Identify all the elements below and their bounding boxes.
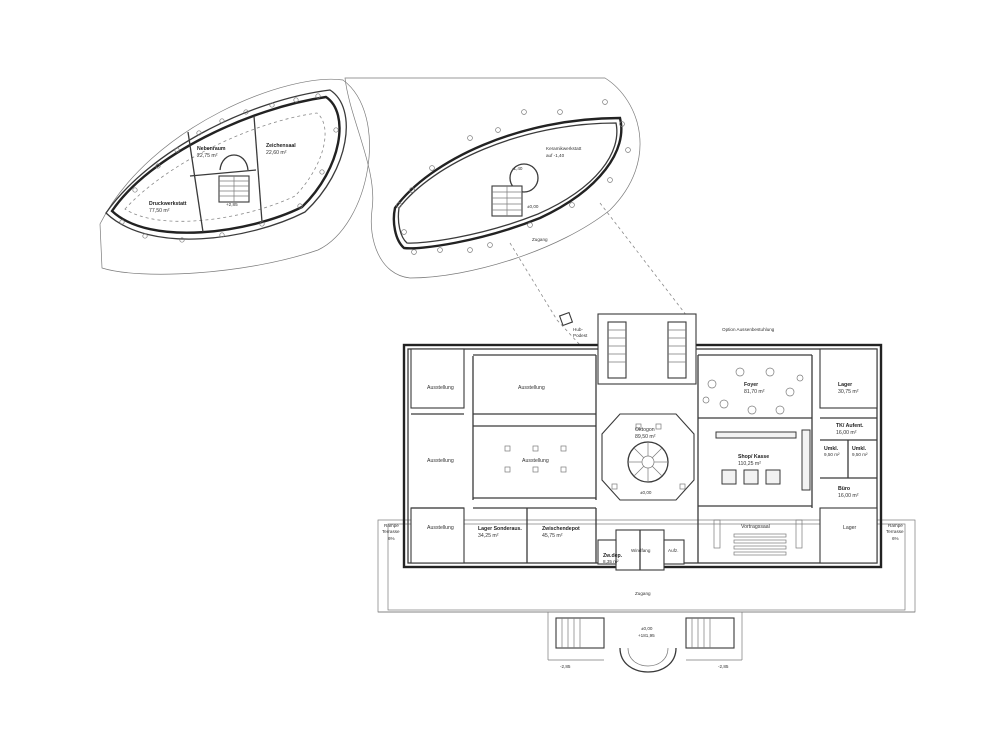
rampe-w-label: Rampe: [384, 523, 399, 528]
ausstellung-n-label: Ausstellung: [518, 385, 545, 391]
main-entry-label: Zugang: [635, 591, 651, 596]
lager-sonder-area: 34,25 m²: [478, 533, 499, 539]
oktogon-area: 89,50 m²: [635, 434, 656, 440]
ausstellung-center-label: Ausstellung: [522, 458, 549, 464]
buero-label: Büro: [838, 486, 850, 492]
ausstellung-sw-label: Ausstellung: [427, 525, 454, 531]
vortragssaal-label: Vortragssaal: [741, 524, 770, 530]
zwdep-label: Zw.dep.: [603, 553, 623, 559]
slope-w-label: 6%: [388, 536, 395, 541]
windfang-label: Windfang: [631, 548, 651, 553]
foyer-area: 81,70 m²: [744, 389, 765, 395]
umkl-2-label: Umkl.: [852, 446, 867, 452]
tk-area: 16,00 m²: [836, 430, 857, 436]
aufzug-label: Aufz.: [668, 548, 678, 553]
shop-area: 110,25 m²: [738, 461, 761, 467]
entry-level: ±0,00: [527, 204, 539, 209]
druckwerkstatt-label: Druckwerkstatt: [149, 201, 187, 207]
lager-label: Lager: [838, 382, 852, 388]
ship-entry-label: Zugang: [532, 237, 548, 242]
absolute-level: +181,95: [638, 633, 655, 638]
podest-label: Podest: [573, 333, 588, 338]
slope-e-label: 6%: [892, 536, 899, 541]
foyer-label: Foyer: [744, 382, 758, 388]
rampe-e-label: Rampe: [888, 523, 903, 528]
low-level-w: -2,85: [560, 664, 571, 669]
zwischendepot-area: 45,75 m²: [542, 533, 563, 539]
keramik-level: auf -1,40: [546, 153, 565, 158]
zeichensaal-area: 22,60 m²: [266, 150, 287, 156]
upper-level-label: +2,85: [226, 202, 238, 207]
ausstellung-nw-label: Ausstellung: [427, 385, 454, 391]
lager-se-label: Lager: [843, 525, 857, 531]
main-building-plan: Ausstellung Ausstellung Ausstellung Auss…: [377, 313, 916, 673]
lager-sonder-label: Lager Sonderaus.: [478, 526, 522, 532]
low-level-e: -2,85: [718, 664, 729, 669]
oktogon-label: Oktogon: [635, 427, 655, 433]
umkl-2-area: 9,50 m²: [852, 452, 868, 457]
ship-lower-plan: Keramikwerkstatt auf -1,40 -1,40 ±0,00 Z…: [344, 77, 641, 279]
umkl-1-label: Umkl.: [824, 446, 839, 452]
zwischendepot-label: Zwischendepot: [542, 526, 580, 532]
ship-upper-plan: Nebenraum 22,75 m² Zeichensaal 22,60 m² …: [99, 78, 370, 275]
nebenraum-area: 22,75 m²: [197, 153, 218, 159]
shop-label: Shop/ Kasse: [738, 454, 769, 460]
terrace-level: ±0,00: [641, 626, 653, 631]
outdoor-seating-note: Option Aussenbestuhlung: [722, 327, 775, 332]
tk-label: TK/ Aufent.: [836, 423, 864, 429]
druckwerkstatt-area: 77,50 m²: [149, 208, 170, 214]
lager-area: 30,75 m²: [838, 389, 859, 395]
oktogon-level: ±0,00: [640, 490, 652, 495]
buero-area: 16,00 m²: [838, 493, 859, 499]
umkl-1-area: 9,50 m²: [824, 452, 840, 457]
terrasse-e-label: Terrasse: [886, 529, 904, 534]
stair-level: -1,40: [512, 166, 523, 171]
ausstellung-w-label: Ausstellung: [427, 458, 454, 464]
terrasse-w-label: Terrasse: [382, 529, 400, 534]
ship-connector-lines: Hub- Podest: [509, 202, 691, 346]
zwdep-area: 8,35 m²: [603, 559, 619, 564]
nebenraum-label: Nebenraum: [197, 146, 226, 152]
zeichensaal-label: Zeichensaal: [266, 143, 296, 149]
keramik-label: Keramikwerkstatt: [546, 146, 582, 151]
hub-label: Hub-: [573, 327, 583, 332]
